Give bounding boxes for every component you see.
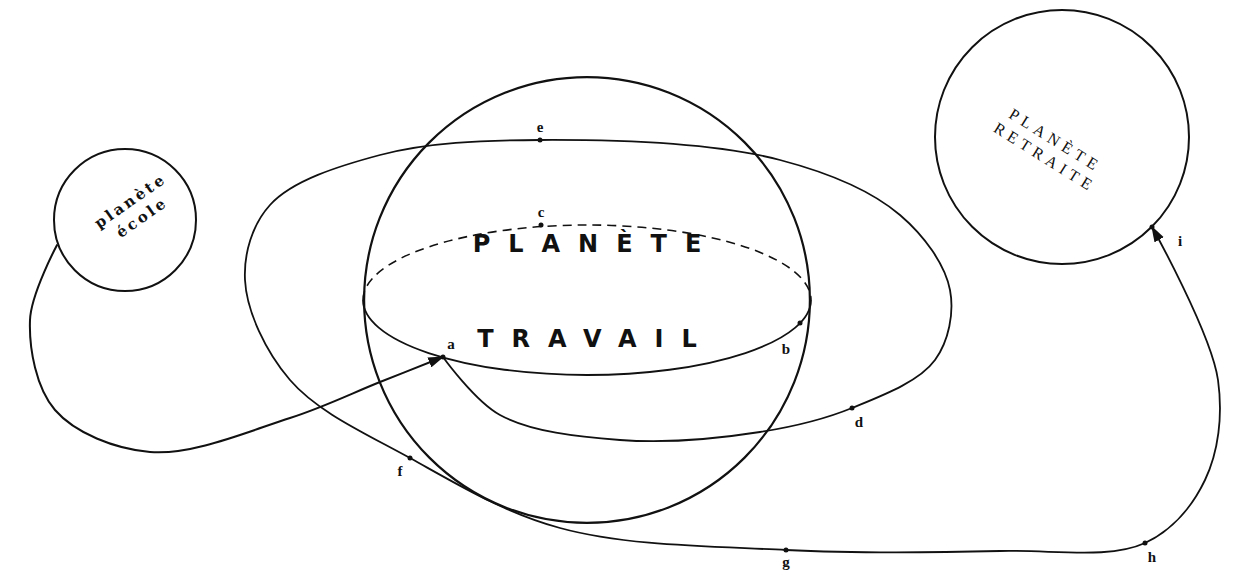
planet-circle: PLANÈTE TRAVAIL <box>363 76 811 524</box>
planet-circle: PLANÈTE RETRAITE <box>934 9 1190 265</box>
point-dot <box>539 223 544 228</box>
trajectory-arrow <box>30 244 443 452</box>
planet-name: PLANÈTE RETRAITE <box>978 94 1118 202</box>
trajectory-arrow <box>245 140 1220 553</box>
point-letter: c <box>538 204 545 220</box>
point-letter: f <box>398 463 403 479</box>
point-letter: d <box>855 414 863 430</box>
point-letter: b <box>782 341 790 357</box>
planet-outline-circle <box>364 77 810 523</box>
planet-name: planète école <box>86 167 184 253</box>
planet-circle: planète école <box>53 148 197 292</box>
point-dots <box>408 138 1155 553</box>
point-letter: i <box>1178 233 1182 249</box>
planet-outline-circle <box>935 10 1189 264</box>
planet-name: PLANÈTE TRAVAIL <box>422 197 752 387</box>
point-letter: e <box>537 119 544 135</box>
planet-outline-circle <box>54 149 196 291</box>
point-letter: h <box>1148 549 1156 565</box>
point-letter: g <box>782 554 790 570</box>
point-dot <box>798 321 803 326</box>
planet-outline <box>363 76 811 524</box>
point-letter: a <box>447 336 455 352</box>
